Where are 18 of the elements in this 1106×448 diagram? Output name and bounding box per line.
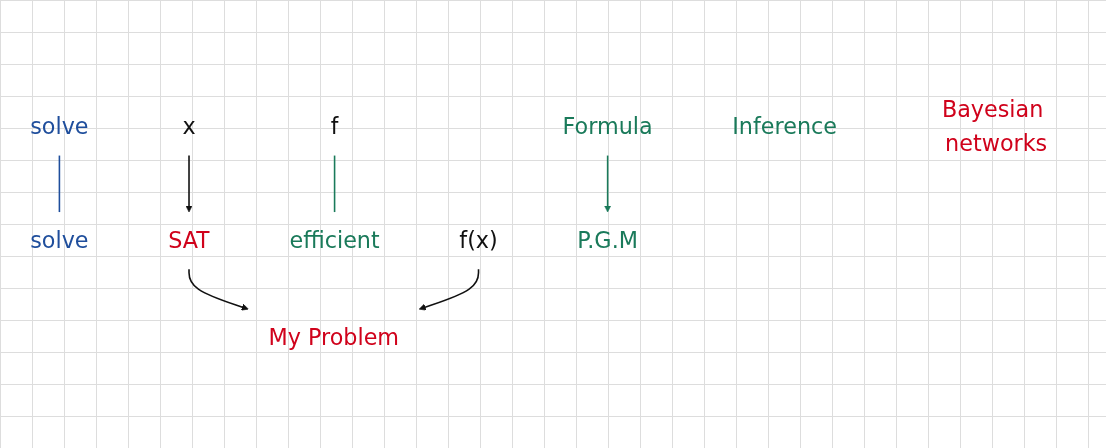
arrow: [418, 268, 480, 311]
node-text: Bayesian networks: [941, 96, 1048, 157]
arrow: [188, 268, 249, 311]
arrow: [185, 154, 193, 213]
node-text: solve: [30, 113, 89, 140]
node-text: Inference: [732, 113, 837, 140]
node-text: P.G.M: [577, 227, 638, 254]
arrow: [604, 154, 612, 213]
connector: [333, 154, 336, 213]
connector: [58, 154, 61, 213]
node-text: solve: [30, 227, 89, 254]
node-text: f(x): [459, 227, 498, 254]
node-text: SAT: [168, 227, 210, 254]
node-text: My Problem: [268, 324, 400, 351]
node-text: x: [182, 113, 196, 140]
node-text: f: [330, 113, 339, 140]
node-text: efficient: [289, 227, 380, 254]
node-text: Formula: [562, 113, 653, 140]
